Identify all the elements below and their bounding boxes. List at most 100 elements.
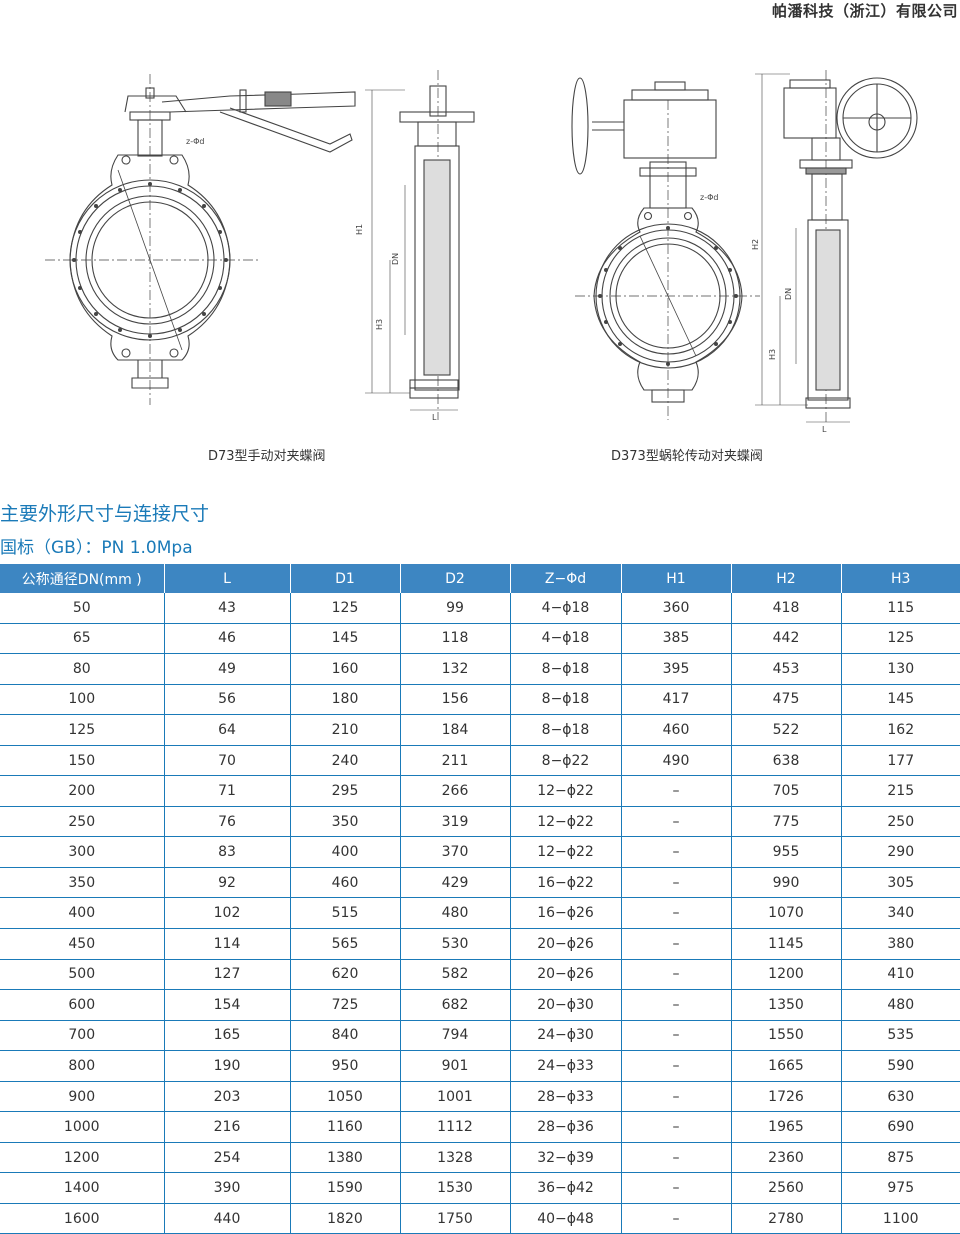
- table-cell: 200: [0, 775, 165, 807]
- table-cell: 340: [841, 897, 960, 930]
- table-cell: 1380: [290, 1142, 401, 1174]
- table-cell: 319: [400, 806, 511, 838]
- table-cell: 460: [290, 867, 401, 899]
- table-cell: 125: [841, 623, 960, 655]
- table-cell: 92: [164, 867, 291, 899]
- table-cell: –: [621, 1081, 732, 1113]
- table-cell: 76: [164, 806, 291, 838]
- d373-front-view: [571, 77, 760, 420]
- table-cell: 1600: [0, 1203, 165, 1234]
- table-cell: 36−ϕ42: [510, 1172, 622, 1204]
- table-cell: 417: [621, 684, 732, 716]
- table-cell: 1750: [400, 1203, 511, 1234]
- table-cell: 102: [164, 897, 291, 930]
- table-cell: –: [621, 928, 732, 960]
- table-cell: 1530: [400, 1172, 511, 1204]
- table-cell: –: [621, 1203, 732, 1234]
- table-cell: 20−ϕ26: [510, 959, 622, 991]
- table-cell: 530: [400, 928, 511, 960]
- table-cell: 24−ϕ30: [510, 1020, 622, 1052]
- table-cell: 442: [731, 623, 842, 655]
- table-cell: 154: [164, 989, 291, 1021]
- table-cell: 114: [164, 928, 291, 960]
- table-cell: 115: [841, 593, 960, 624]
- table-cell: 20−ϕ26: [510, 928, 622, 960]
- table-cell: 1665: [731, 1050, 842, 1082]
- table-cell: 1328: [400, 1142, 511, 1174]
- table-cell: 210: [290, 714, 401, 746]
- table-cell: 1070: [731, 897, 842, 930]
- table-cell: 682: [400, 989, 511, 1021]
- column-header: L: [164, 564, 291, 593]
- table-cell: 600: [0, 989, 165, 1021]
- table-cell: –: [621, 1142, 732, 1174]
- label-h3-left: H3: [375, 319, 384, 330]
- table-cell: 12−ϕ22: [510, 775, 622, 807]
- company-name: 帕潘科技（浙江）有限公司: [771, 2, 958, 20]
- table-cell: 190: [164, 1050, 291, 1082]
- table-cell: 20−ϕ30: [510, 989, 622, 1021]
- table-cell: 132: [400, 653, 511, 685]
- column-header: Z−Φd: [510, 564, 622, 593]
- table-cell: –: [621, 1172, 732, 1204]
- table-cell: 490: [621, 745, 732, 777]
- label-dn-right: DN: [784, 288, 793, 300]
- table-cell: 118: [400, 623, 511, 655]
- table-cell: 180: [290, 684, 401, 716]
- table-cell: 16−ϕ22: [510, 867, 622, 899]
- table-cell: 165: [164, 1020, 291, 1052]
- table-cell: 582: [400, 959, 511, 991]
- table-cell: 460: [621, 714, 732, 746]
- table-cell: 290: [841, 836, 960, 868]
- table-cell: 500: [0, 959, 165, 991]
- table-cell: 418: [731, 593, 842, 624]
- table-cell: 24−ϕ33: [510, 1050, 622, 1082]
- table-cell: 12−ϕ22: [510, 836, 622, 868]
- column-header: H2: [731, 564, 842, 593]
- table-cell: 16−ϕ26: [510, 897, 622, 930]
- column-header: H3: [841, 564, 960, 593]
- table-cell: 250: [841, 806, 960, 838]
- table-cell: –: [621, 959, 732, 991]
- table-cell: 1726: [731, 1081, 842, 1113]
- section-title: 主要外形尺寸与连接尺寸: [0, 503, 210, 525]
- table-cell: 80: [0, 653, 165, 685]
- table-cell: 955: [731, 836, 842, 868]
- table-cell: 145: [841, 684, 960, 716]
- table-cell: 50: [0, 593, 165, 624]
- table-cell: 4−ϕ18: [510, 593, 622, 624]
- table-cell: 56: [164, 684, 291, 716]
- table-cell: 690: [841, 1111, 960, 1143]
- table-cell: 453: [731, 653, 842, 685]
- table-cell: 127: [164, 959, 291, 991]
- table-cell: 429: [400, 867, 511, 899]
- table-cell: 794: [400, 1020, 511, 1052]
- valve-drawings: z-Φd H1 H3 DN L z-Φd H2 H3 DN L: [45, 70, 918, 434]
- d373-side-view: [755, 70, 918, 425]
- table-cell: –: [621, 867, 732, 899]
- table-cell: 65: [0, 623, 165, 655]
- d73-front-view: [45, 74, 356, 405]
- table-cell: 1400: [0, 1172, 165, 1204]
- table-cell: 216: [164, 1111, 291, 1143]
- table-cell: 565: [290, 928, 401, 960]
- table-cell: 1001: [400, 1081, 511, 1113]
- table-cell: 8−ϕ18: [510, 684, 622, 716]
- label-h1: H1: [355, 224, 364, 235]
- table-cell: 266: [400, 775, 511, 807]
- table-cell: 49: [164, 653, 291, 685]
- table-cell: 99: [400, 593, 511, 624]
- d73-side-view: [365, 70, 475, 420]
- table-cell: 590: [841, 1050, 960, 1082]
